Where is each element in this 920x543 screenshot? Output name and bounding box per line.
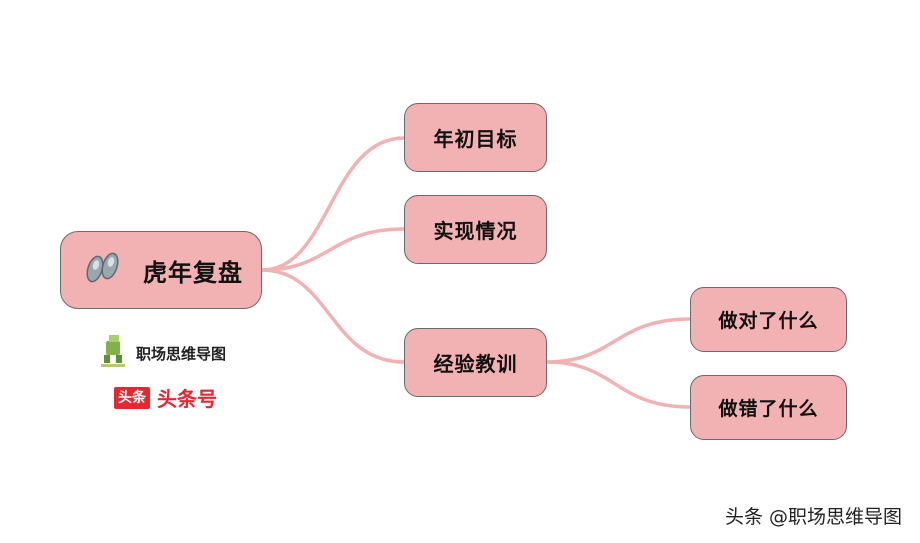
- subbranch-did-wrong-label: 做错了什么: [718, 398, 819, 420]
- link-root-to-results: [260, 227, 406, 272]
- link-lessons-to-right: [545, 317, 692, 364]
- branch-results-label: 实现情况: [433, 219, 518, 243]
- link-root-to-goals: [260, 136, 406, 272]
- platform-logo: 头条 头条号: [114, 383, 217, 412]
- watermark: 头条 @职场思维导图: [724, 506, 902, 528]
- platform-badge: 头条: [114, 386, 150, 409]
- link-lessons-to-wrong: [545, 360, 692, 409]
- channel-name: 职场思维导图: [136, 344, 227, 363]
- root-label: 虎年复盘: [143, 258, 243, 287]
- subbranch-did-wrong[interactable]: 做错了什么: [690, 375, 847, 440]
- link-root-to-lessons: [260, 268, 406, 364]
- mascot-icon: [100, 333, 126, 373]
- branch-results[interactable]: 实现情况: [404, 195, 547, 264]
- platform-name: 头条号: [157, 387, 217, 411]
- branch-lessons[interactable]: 经验教训: [404, 328, 547, 397]
- channel-logo: 职场思维导图: [100, 333, 226, 373]
- footprints-icon: [79, 247, 125, 293]
- branch-goals[interactable]: 年初目标: [404, 103, 547, 172]
- branch-lessons-label: 经验教训: [433, 352, 518, 376]
- branch-goals-label: 年初目标: [433, 127, 518, 151]
- subbranch-did-right-label: 做对了什么: [718, 310, 819, 332]
- subbranch-did-right[interactable]: 做对了什么: [690, 287, 847, 352]
- root-node[interactable]: 虎年复盘: [60, 231, 262, 309]
